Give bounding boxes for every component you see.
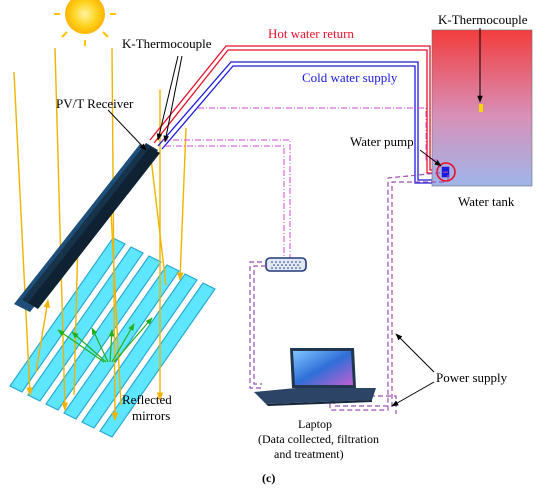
mirror-5 (81, 273, 198, 429)
datalogger-icon (265, 257, 307, 272)
figure-caption: (c) (262, 471, 275, 485)
label-k-thermocouple-right: K-Thermocouple (438, 12, 528, 27)
pvt-receiver (14, 143, 160, 312)
label-cold-water-supply: Cold water supply (302, 70, 398, 85)
label-hot-water-return: Hot water return (268, 26, 354, 41)
mirror-6 (99, 282, 216, 438)
tank-thermocouple-marker (479, 104, 483, 112)
reflected-rays (35, 149, 167, 406)
label-pvt-receiver: PV/T Receiver (56, 96, 134, 111)
annotation-arrows (107, 28, 483, 407)
water-tank (431, 29, 533, 187)
mirror-4 (63, 264, 180, 420)
sensor-wires (162, 107, 438, 258)
laptop-icon (254, 348, 376, 406)
label-water-tank: Water tank (458, 194, 515, 209)
label-laptop-2: (Data collected, filtration (258, 432, 379, 446)
label-k-thermocouple-left: K-Thermocouple (122, 36, 212, 51)
label-laptop-3: and treatment) (274, 447, 344, 461)
label-reflected-mirrors-1: Reflected (122, 392, 172, 407)
label-reflected-mirrors-2: mirrors (132, 408, 170, 423)
label-water-pump: Water pump (350, 134, 414, 149)
sun-icon (54, 0, 116, 46)
reflected-mirrors-array (9, 237, 216, 438)
hot-water-return-pipe (149, 45, 440, 174)
cold-water-supply-pipe (157, 61, 440, 184)
label-power-supply: Power supply (436, 370, 508, 385)
label-laptop-1: Laptop (298, 417, 332, 431)
mirror-annotation-arrows (57, 317, 153, 363)
